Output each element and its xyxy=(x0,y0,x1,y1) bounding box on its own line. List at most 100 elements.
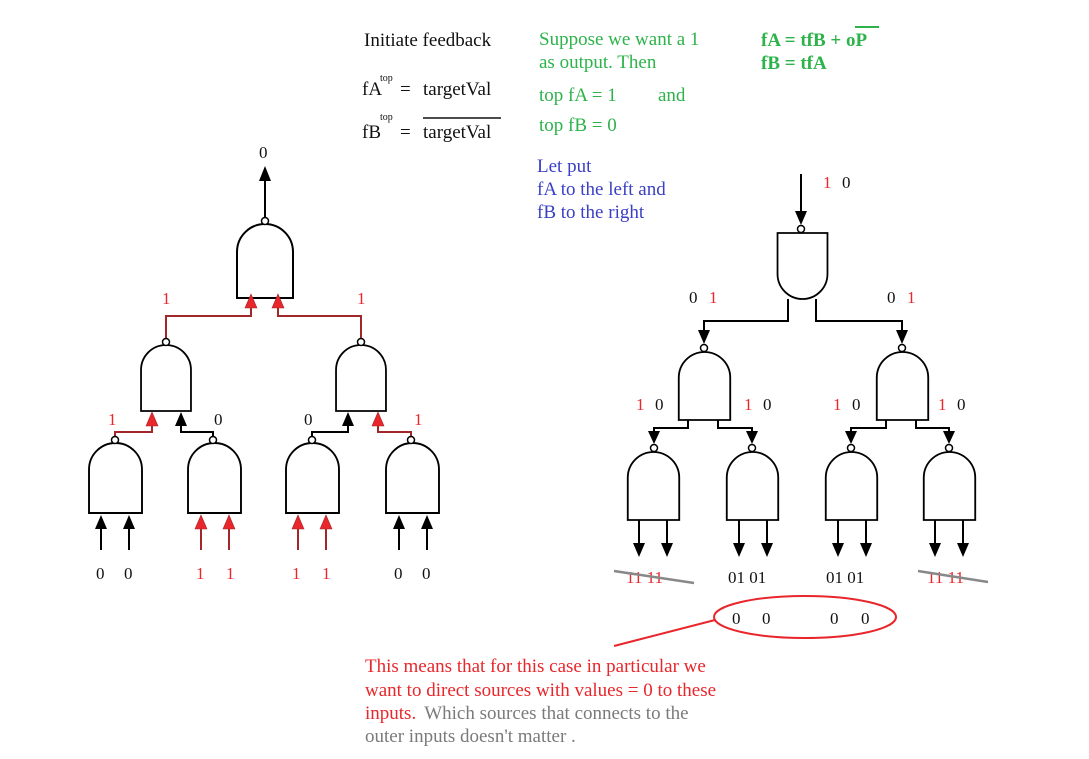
right-leaf-output-3: 01 01 xyxy=(826,568,864,587)
right-top-bubble xyxy=(796,224,806,234)
right-l2-value-4a: 1 xyxy=(938,395,947,414)
left-l2-wire-2 xyxy=(180,425,214,438)
left-top-and-gate xyxy=(236,223,294,299)
left-input-value-4a: 0 xyxy=(394,564,403,583)
fa-top-superscript: top xyxy=(380,73,393,84)
left-input-value-4b: 0 xyxy=(422,564,431,583)
right-leaf-output-2: 01 01 xyxy=(728,568,766,587)
left-gate-tree: 0 1 1 1 0 0 1 xyxy=(88,143,440,583)
right-mid-left-bubble xyxy=(699,343,709,353)
right-mid-right-bubble xyxy=(897,343,907,353)
left-l2-arrow-2 xyxy=(175,412,187,426)
right-top-value-b: 0 xyxy=(842,173,851,192)
left-top-input-arrow-b xyxy=(271,293,285,309)
circled-value-2: 0 xyxy=(762,609,771,628)
left-mid-right-and-gate xyxy=(335,344,387,412)
right-leaf-gate-2 xyxy=(725,451,780,521)
right-leaf-arrow-3a xyxy=(832,543,844,557)
left-input-value-1a: 0 xyxy=(96,564,105,583)
left-l1-left-wire xyxy=(165,308,252,341)
circled-value-4: 0 xyxy=(861,609,870,628)
left-l2-value-1: 1 xyxy=(108,410,117,429)
right-l1-right-value-a: 0 xyxy=(887,288,896,307)
left-leaf-gate-2 xyxy=(187,442,242,514)
right-l1-right-wire xyxy=(815,299,903,332)
green-note-line1: Suppose we want a 1 xyxy=(539,29,699,50)
left-input-value-3a: 1 xyxy=(292,564,301,583)
right-top-value-a: 1 xyxy=(823,173,832,192)
right-l1-left-arrow xyxy=(698,330,710,344)
left-l1-right-value: 1 xyxy=(357,289,366,308)
formula-block: fA = tfB + oP fB = tfA xyxy=(761,26,879,74)
fa-equals: = xyxy=(400,79,411,100)
conclusion-line3: inputs.Which sources that connects to th… xyxy=(365,703,689,724)
right-l2-value-1a: 1 xyxy=(636,395,645,414)
left-l2-arrow-1 xyxy=(145,411,159,427)
left-mid-left-bubble xyxy=(161,337,171,347)
left-l1-right-wire xyxy=(277,308,362,341)
right-l1-left-wire xyxy=(703,299,789,332)
formula-fa: fA = tfB + oP xyxy=(761,30,867,51)
right-top-and-gate xyxy=(776,232,829,300)
left-input-value-1b: 0 xyxy=(124,564,133,583)
right-leaf-output-1: 11 11 xyxy=(626,568,663,587)
strike-through-4 xyxy=(917,569,989,584)
right-leaf-arrow-2a xyxy=(733,543,745,557)
right-l1-right-value-b: 1 xyxy=(907,288,916,307)
left-l2-arrow-4 xyxy=(371,411,385,427)
fb-equals: = xyxy=(400,122,411,143)
blue-note-line1: Let put xyxy=(537,156,592,177)
right-leaf-gate-4 xyxy=(922,451,977,521)
left-l2-value-4: 1 xyxy=(414,410,423,429)
fb-target-value-negated: targetVal xyxy=(423,122,491,143)
green-note-and: and xyxy=(658,85,686,106)
initiate-feedback-title: Initiate feedback xyxy=(364,30,492,51)
blue-note-line3: fB to the right xyxy=(537,202,645,223)
right-l1-left-value-a: 0 xyxy=(689,288,698,307)
left-l2-arrow-3 xyxy=(342,412,354,426)
right-l2-arrow-2 xyxy=(746,431,758,444)
right-leaf-bubble-3 xyxy=(846,443,856,453)
right-leaf-gate-3 xyxy=(824,451,879,521)
right-leaf-arrow-1a xyxy=(633,543,645,557)
right-l1-right-arrow xyxy=(896,330,908,344)
fb-top-superscript: top xyxy=(380,112,393,123)
circled-value-3: 0 xyxy=(830,609,839,628)
right-l2-arrow-1 xyxy=(648,431,660,444)
green-note: Suppose we want a 1 as output. Then top … xyxy=(539,29,699,136)
right-l1-left-value-b: 1 xyxy=(709,288,718,307)
right-l2-value-3a: 1 xyxy=(833,395,842,414)
right-l2-value-2b: 0 xyxy=(763,395,772,414)
left-l1-left-value: 1 xyxy=(162,289,171,308)
fa-top-label: fA xyxy=(362,79,382,100)
blue-note: Let put fA to the left and fB to the rig… xyxy=(537,156,666,223)
right-mid-left-and-gate xyxy=(677,351,732,421)
right-leaf-arrow-1b xyxy=(661,543,673,557)
circled-value-1: 0 xyxy=(732,609,741,628)
left-l2-wire-4 xyxy=(377,425,412,438)
left-input-value-2a: 1 xyxy=(196,564,205,583)
left-top-input-arrow-a xyxy=(244,293,258,309)
left-mid-left-and-gate xyxy=(140,344,192,412)
right-l2-arrow-4 xyxy=(943,431,955,444)
left-leaf-gate-3 xyxy=(285,442,340,514)
pointer-line xyxy=(613,619,716,647)
right-leaf-arrow-4a xyxy=(929,543,941,557)
right-l2-value-1b: 0 xyxy=(655,395,664,414)
green-note-top-fa: top fA = 1 xyxy=(539,85,617,106)
green-note-top-fb: top fB = 0 xyxy=(539,115,617,136)
left-input-arrow-4a xyxy=(393,515,405,529)
left-input-arrow-4b xyxy=(421,515,433,529)
left-input-arrow-1b xyxy=(123,515,135,529)
left-input-value-3b: 1 xyxy=(322,564,331,583)
right-leaf-bubble-1 xyxy=(649,443,659,453)
fa-target-value: targetVal xyxy=(423,79,491,100)
left-leaf-bubble-2 xyxy=(208,435,218,445)
left-top-gate-bubble xyxy=(260,216,270,226)
header-block: Initiate feedback fA top = targetVal fB … xyxy=(362,30,501,143)
left-output-value: 0 xyxy=(259,143,268,162)
conclusion-note: This means that for this case in particu… xyxy=(365,656,716,747)
left-mid-right-bubble xyxy=(356,337,366,347)
left-input-arrow-2b xyxy=(222,514,236,530)
